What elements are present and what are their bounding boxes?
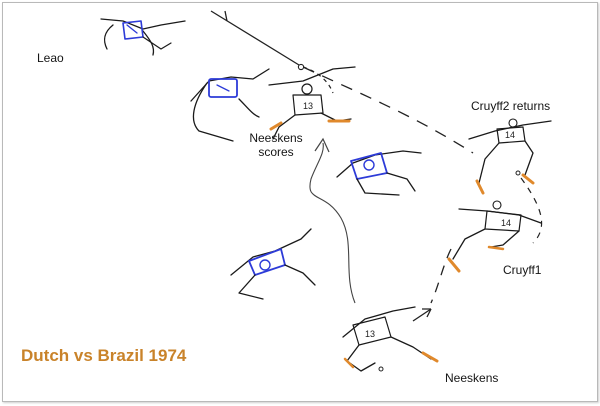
diagram-frame: 13 14 [2,2,598,402]
neeskens-scoring-figure: 13 [268,66,356,140]
brazil-defender-1-figure [190,68,270,142]
diagram-caption: Dutch vs Brazil 1974 [21,346,187,365]
neeskens-label: Neeskens [445,371,499,385]
cruyff2-returns-label: Cruyff2 returns [471,99,551,113]
leao-label: Leao [37,51,64,65]
ball-marker-3 [378,366,384,372]
pass-arrow-line [412,308,432,322]
ball-path-tick [224,10,228,22]
cruyff1-number: 14 [501,218,511,228]
neeskens-start-figure: 13 [342,306,439,372]
pass-dashed-line [430,248,452,304]
play-diagram-sketch: 13 14 [100,10,552,372]
neeskens-run-arrowhead [314,137,330,153]
neeskens-scores-line2: scores [258,145,294,159]
cruyff1-figure: 14 [447,200,542,273]
ball-marker [297,63,305,71]
cruyff2-figure: 14 [468,118,552,195]
cruyff-run-dashed-line [520,177,543,244]
neeskens-scoring-number: 13 [303,101,313,111]
ball-path-solid-line [210,10,300,66]
neeskens-scores-line1: Neeskens [249,131,303,145]
leao-player-figure [100,18,186,56]
cruyff1-label: Cruyff1 [503,263,542,277]
neeskens-start-number: 13 [365,329,375,339]
neeskens-run-line [309,142,356,304]
cruyff2-number: 14 [505,130,515,140]
cross-dashed-line [302,66,474,154]
brazil-defender-3-figure [230,228,316,300]
neeskens-scores-label: Neeskens scores [241,131,311,159]
pass-arrowhead [422,308,432,318]
brazil-defender-2-figure [336,150,422,196]
ball-marker-2 [515,170,521,176]
